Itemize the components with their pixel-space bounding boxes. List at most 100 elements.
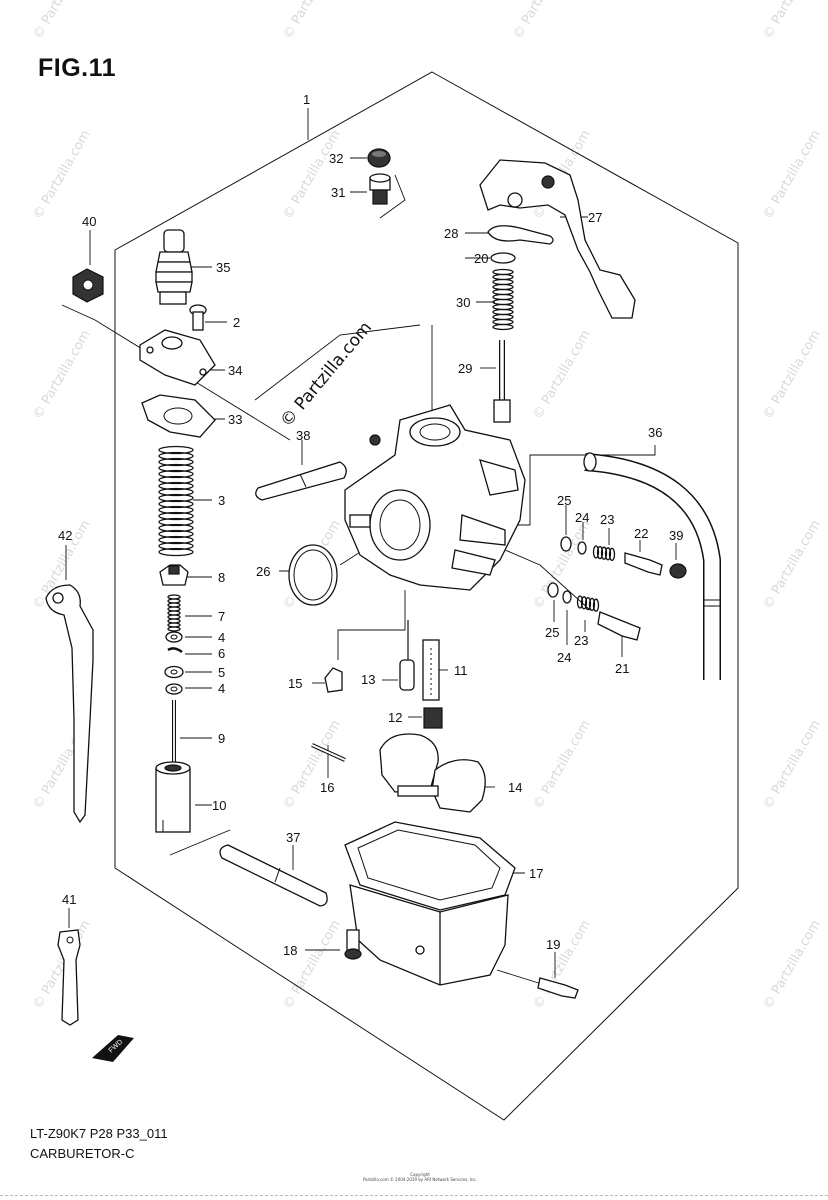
- callout-16: 16: [320, 780, 334, 795]
- part-28-gasket: [487, 225, 554, 245]
- watermark: © Partzilla.com: [760, 918, 823, 1012]
- watermark: © Partzilla.com: [760, 328, 823, 422]
- part-23-spring-upper: [592, 545, 616, 562]
- callout-37: 37: [286, 830, 300, 845]
- callout-14: 14: [508, 780, 522, 795]
- callout-25: 25: [557, 493, 571, 508]
- callout-4: 4: [218, 681, 225, 696]
- callout-2: 2: [233, 315, 240, 330]
- part-8-needle-clip-holder: [159, 564, 189, 586]
- part-35-boot: [155, 229, 193, 305]
- callout-41: 41: [62, 892, 76, 907]
- part-24-oring-lower: [562, 590, 572, 604]
- figure-name: CARBURETOR-C: [30, 1146, 135, 1161]
- callout-36: 36: [648, 425, 662, 440]
- watermark: © Partzilla.com: [760, 718, 823, 812]
- callout-20: 20: [474, 251, 488, 266]
- callout-23: 23: [600, 512, 614, 527]
- part-2-screw: [189, 304, 207, 331]
- callout-35: 35: [216, 260, 230, 275]
- callout-18: 18: [283, 943, 297, 958]
- copyright-notice: Copyright Partzilla.com © 2004-2019 by A…: [340, 1172, 500, 1182]
- callout-42: 42: [58, 528, 72, 543]
- part-5-washer: [164, 665, 184, 679]
- part-27-throttle-lever: [479, 159, 636, 319]
- watermark: © Partzilla.com: [760, 518, 823, 612]
- callout-24: 24: [557, 650, 571, 665]
- part-24-oring-upper: [577, 541, 587, 555]
- carburetor-body: [344, 404, 526, 591]
- part-36-hose: [583, 452, 721, 680]
- callout-39: 39: [669, 528, 683, 543]
- callout-11: 11: [454, 663, 468, 678]
- callout-15: 15: [288, 676, 302, 691]
- callout-12: 12: [388, 710, 402, 725]
- callout-27: 27: [588, 210, 602, 225]
- watermark: © Partzilla.com: [30, 0, 93, 42]
- part-15-needle-valve: [324, 667, 343, 693]
- callout-17: 17: [529, 866, 543, 881]
- callout-13: 13: [361, 672, 375, 687]
- watermark: © Partzilla.com: [30, 328, 93, 422]
- watermark: © Partzilla.com: [760, 0, 823, 42]
- part-12-main-jet: [423, 707, 443, 729]
- part-34-top-cover: [139, 329, 216, 386]
- part-19-drain-screw: [537, 977, 579, 999]
- carburetor-float-bowl: [349, 884, 509, 986]
- center-watermark: © Partzilla.com: [277, 318, 377, 431]
- part-41-strap: [57, 929, 81, 1026]
- part-32-cap: [367, 148, 391, 168]
- copyright-line-2: Partzilla.com © 2004-2019 by ARI Network…: [363, 1177, 477, 1182]
- callout-29: 29: [458, 361, 472, 376]
- figure-code: LT-Z90K7 P28 P33_011: [30, 1126, 168, 1141]
- copyright-line-1: Copyright: [410, 1172, 430, 1177]
- watermark: © Partzilla.com: [280, 918, 343, 1012]
- callout-28: 28: [444, 226, 458, 241]
- part-16-float-pin: [311, 743, 346, 762]
- part-26-oring: [288, 544, 338, 606]
- part-4-washer-bottom: [165, 683, 183, 695]
- callout-8: 8: [218, 570, 225, 585]
- assembly-frame: [114, 71, 739, 1121]
- watermark: © Partzilla.com: [280, 718, 343, 812]
- callout-25: 25: [545, 625, 559, 640]
- part-4-washer-top: [165, 631, 183, 643]
- callout-34: 34: [228, 363, 242, 378]
- watermark: © Partzilla.com: [530, 918, 593, 1012]
- part-25-washer-lower: [547, 582, 559, 598]
- part-11-needle-jet: [422, 639, 440, 701]
- part-38-tube: [255, 461, 347, 501]
- callout-3: 3: [218, 493, 225, 508]
- leader-lines: [61, 108, 677, 986]
- callout-22: 22: [634, 526, 648, 541]
- callout-6: 6: [218, 646, 225, 661]
- callout-21: 21: [615, 661, 629, 676]
- watermark: © Partzilla.com: [760, 128, 823, 222]
- callout-4: 4: [218, 630, 225, 645]
- callout-30: 30: [456, 295, 470, 310]
- callout-5: 5: [218, 665, 225, 680]
- watermark: © Partzilla.com: [510, 0, 573, 42]
- callout-38: 38: [296, 428, 310, 443]
- watermark: © Partzilla.com: [30, 128, 93, 222]
- part-30-spring: [492, 268, 514, 331]
- callout-1: 1: [303, 92, 310, 107]
- part-22-pilot-screw: [624, 552, 663, 576]
- figure-title: FIG.11: [38, 54, 117, 82]
- part-31-top: [369, 173, 391, 205]
- callout-26: 26: [256, 564, 270, 579]
- part-25-washer-upper: [560, 536, 572, 552]
- callout-33: 33: [228, 412, 242, 427]
- part-17-gasket: [344, 821, 516, 911]
- part-10-throttle-valve: [155, 761, 191, 833]
- watermark: © Partzilla.com: [280, 0, 343, 42]
- part-20-oring: [490, 252, 516, 264]
- fwd-arrow: FWD: [92, 1035, 134, 1062]
- part-33-gasket: [141, 394, 216, 438]
- part-3-spring: [158, 445, 194, 557]
- part-40-nut: [72, 268, 104, 303]
- part-18-screw: [344, 929, 362, 960]
- callout-40: 40: [82, 214, 96, 229]
